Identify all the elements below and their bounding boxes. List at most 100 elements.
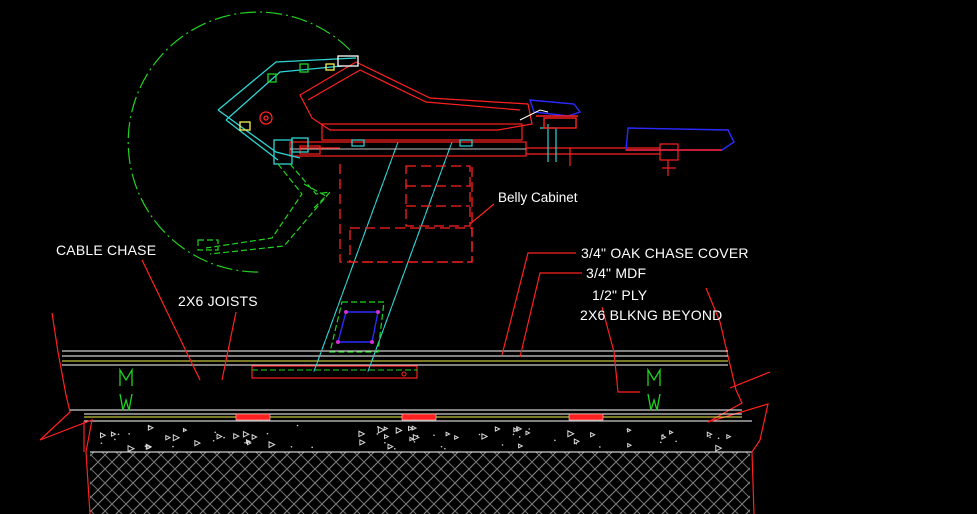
callout-leaders: [141, 252, 640, 393]
aggregate-mark: [518, 443, 524, 449]
aggregate-dot: [388, 447, 391, 450]
aggregate-dot: [501, 444, 504, 446]
aggregate-dot: [311, 446, 313, 449]
break-lines: [39, 287, 771, 514]
aggregate-mark: [268, 441, 276, 449]
aggregate-mark: [627, 427, 632, 433]
aggregate-dot: [717, 437, 720, 440]
cable-chase-label: CABLE CHASE: [56, 242, 156, 258]
aggregate-mark: [246, 440, 253, 446]
aggregate-dot: [128, 433, 130, 435]
aggregate-dot: [575, 442, 578, 445]
concrete-slab: [84, 420, 752, 453]
aggregate-mark: [726, 433, 732, 440]
belly-cabinet: [339, 164, 473, 263]
swing-arm-dashed: [197, 163, 332, 255]
aggregate-mark: [99, 432, 107, 439]
aggregate-mark: [513, 427, 519, 433]
aggregate-mark: [146, 444, 152, 450]
aggregate-dot: [114, 438, 116, 441]
aggregate-dot: [384, 441, 386, 444]
aggregate-mark: [216, 433, 223, 440]
aggregate-dot: [223, 436, 225, 439]
aggregate-dot: [214, 431, 217, 434]
belly-cabinet-label: Belly Cabinet: [498, 190, 578, 205]
aggregate-dot: [528, 428, 531, 430]
aggregate-mark: [172, 433, 181, 442]
aggregate-mark: [358, 430, 366, 438]
aggregate-dot: [416, 434, 419, 437]
aggregate-mark: [715, 444, 723, 452]
aggregate-mark: [525, 430, 531, 436]
aggregate-mark: [573, 438, 581, 445]
aggregate-mark: [245, 438, 252, 445]
mdf-label: 3/4" MDF: [586, 265, 646, 281]
ply-label: 1/2" PLY: [592, 287, 648, 303]
seat-frame: [289, 61, 679, 176]
aggregate-dot: [376, 433, 379, 435]
blocking-label: 2X6 BLKNG BEYOND: [580, 307, 722, 323]
aggregate-mark: [110, 431, 117, 438]
aggregate-mark: [661, 434, 667, 440]
aggregate-dot: [100, 442, 103, 444]
aggregate-dot: [662, 434, 664, 436]
joists-label: 2X6 JOISTS: [178, 293, 258, 309]
aggregate-dot: [512, 433, 515, 436]
aggregate-dot: [413, 441, 416, 443]
aggregate-mark: [127, 444, 136, 453]
aggregate-mark: [182, 427, 188, 433]
aggregate-dot: [516, 427, 519, 430]
aggregate-dot: [394, 447, 396, 450]
pedestal-column: [312, 141, 453, 375]
aggregate-mark: [445, 431, 451, 437]
earth-hatch: [90, 452, 750, 514]
aggregate-dot: [296, 424, 299, 427]
aggregate-dot: [478, 433, 481, 436]
aggregate-mark: [706, 431, 713, 438]
aggregate-dot: [554, 439, 556, 442]
aggregate-dot: [444, 447, 446, 450]
aggregate-dot: [659, 441, 662, 444]
aggregate-dot: [376, 426, 379, 428]
aggregate-dot: [212, 439, 215, 442]
aggregate-mark: [194, 439, 202, 447]
aggregate-mark: [408, 425, 414, 432]
aggregate-dot: [244, 441, 246, 444]
pedestal-base-plate: [251, 365, 418, 379]
backrest-assembly: [217, 55, 359, 165]
aggregate-dot: [144, 445, 147, 447]
aggregate-mark: [669, 430, 674, 435]
aggregate-mark: [481, 433, 489, 440]
aggregate-mark: [567, 430, 575, 438]
footrest: [519, 99, 735, 151]
aggregate-dot: [172, 445, 174, 448]
aggregate-mark: [412, 433, 420, 441]
aggregate-mark: [377, 426, 386, 434]
aggregate-dot: [675, 440, 677, 443]
belly-cabinet-leader: [469, 203, 495, 225]
floor-assembly: [62, 350, 742, 418]
slab-inserts: [235, 413, 604, 421]
aggregate-mark: [242, 430, 250, 438]
aggregate-mark: [383, 433, 390, 440]
aggregate-mark: [627, 442, 633, 448]
aggregate-mark: [387, 443, 394, 450]
oak-chase-cover-label: 3/4" OAK CHASE COVER: [581, 245, 749, 261]
aggregate-mark: [165, 434, 172, 441]
aggregate-dot: [626, 428, 629, 431]
aggregate-mark: [251, 433, 258, 441]
aggregate-dot: [148, 425, 150, 428]
aggregate-dot: [599, 446, 601, 448]
aggregate-mark: [409, 436, 415, 442]
aggregate-mark: [359, 439, 366, 446]
aggregate-dot: [266, 432, 269, 435]
mounting-plate: [329, 301, 385, 353]
aggregate-dot: [290, 445, 293, 448]
swing-arc: [127, 11, 351, 273]
aggregate-mark: [590, 431, 596, 438]
aggregate-mark: [494, 426, 501, 432]
aggregate-mark: [383, 426, 389, 431]
aggregate-dot: [117, 433, 120, 436]
aggregate-mark: [147, 424, 155, 431]
